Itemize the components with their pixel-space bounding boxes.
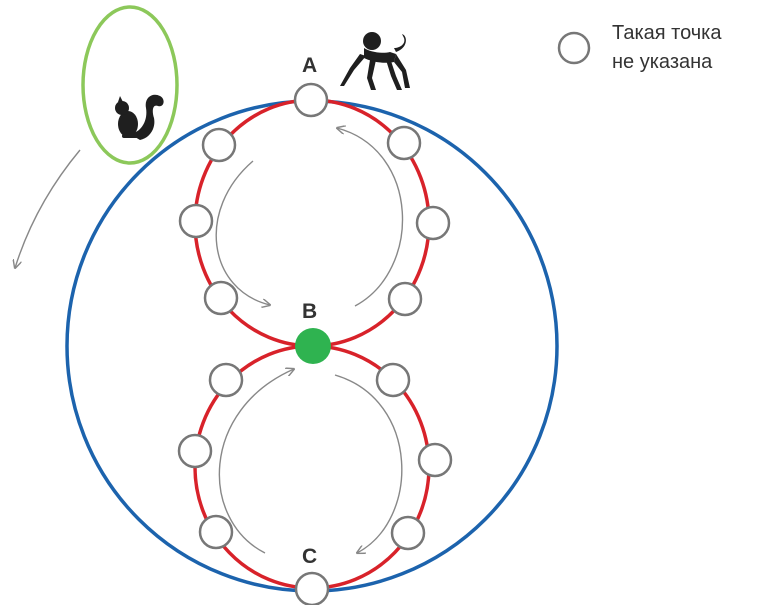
empty-point bbox=[208, 362, 244, 398]
empty-points bbox=[177, 82, 453, 605]
point-c-label: C bbox=[302, 545, 317, 568]
squirrel-loop bbox=[81, 5, 179, 165]
empty-point-bottom bbox=[294, 571, 330, 605]
legend-line-2: не указана bbox=[612, 51, 713, 73]
legend-line-1: Такая точка bbox=[612, 22, 722, 44]
monkey-icon bbox=[340, 32, 410, 90]
arrow-lower-right bbox=[334, 374, 403, 553]
arrow-upper-left bbox=[215, 160, 270, 305]
point-b-marker bbox=[295, 328, 331, 364]
empty-point bbox=[415, 205, 451, 241]
squirrel-icon bbox=[115, 94, 164, 140]
legend: Такая точка не указана bbox=[612, 19, 722, 77]
empty-point bbox=[203, 280, 239, 316]
point-a-label: A bbox=[302, 54, 317, 77]
empty-point bbox=[387, 281, 423, 317]
arrow-squirrel-exit bbox=[15, 149, 81, 268]
empty-point bbox=[201, 127, 237, 163]
arrow-upper-right bbox=[337, 128, 404, 307]
empty-point bbox=[198, 514, 234, 550]
empty-point bbox=[375, 362, 411, 398]
empty-point bbox=[178, 203, 214, 239]
point-b-label: B bbox=[302, 300, 317, 323]
legend-empty-point-icon bbox=[557, 31, 591, 65]
empty-point bbox=[177, 433, 213, 469]
empty-point bbox=[390, 515, 426, 551]
empty-point bbox=[417, 442, 453, 478]
empty-point bbox=[386, 125, 422, 161]
empty-point-top bbox=[293, 82, 329, 118]
arrow-lower-left bbox=[218, 369, 294, 554]
